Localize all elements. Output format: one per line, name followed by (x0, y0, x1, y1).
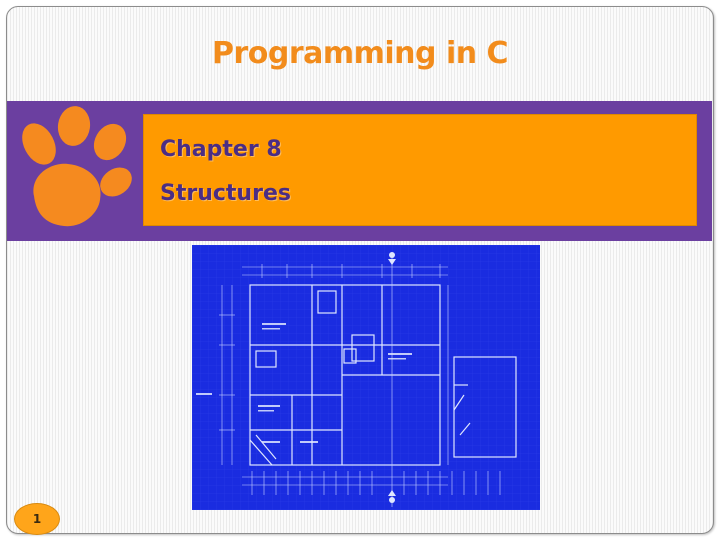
chapter-label: Chapter 8 (160, 137, 282, 162)
subtitle-box: Chapter 8 Structures (143, 114, 697, 226)
chapter-topic: Structures (160, 181, 291, 206)
page-number-badge: 1 (14, 503, 60, 535)
tiger-paw-icon (22, 106, 132, 227)
slide-title: Programming in C (211, 36, 509, 71)
house-blueprint-image (192, 245, 540, 510)
